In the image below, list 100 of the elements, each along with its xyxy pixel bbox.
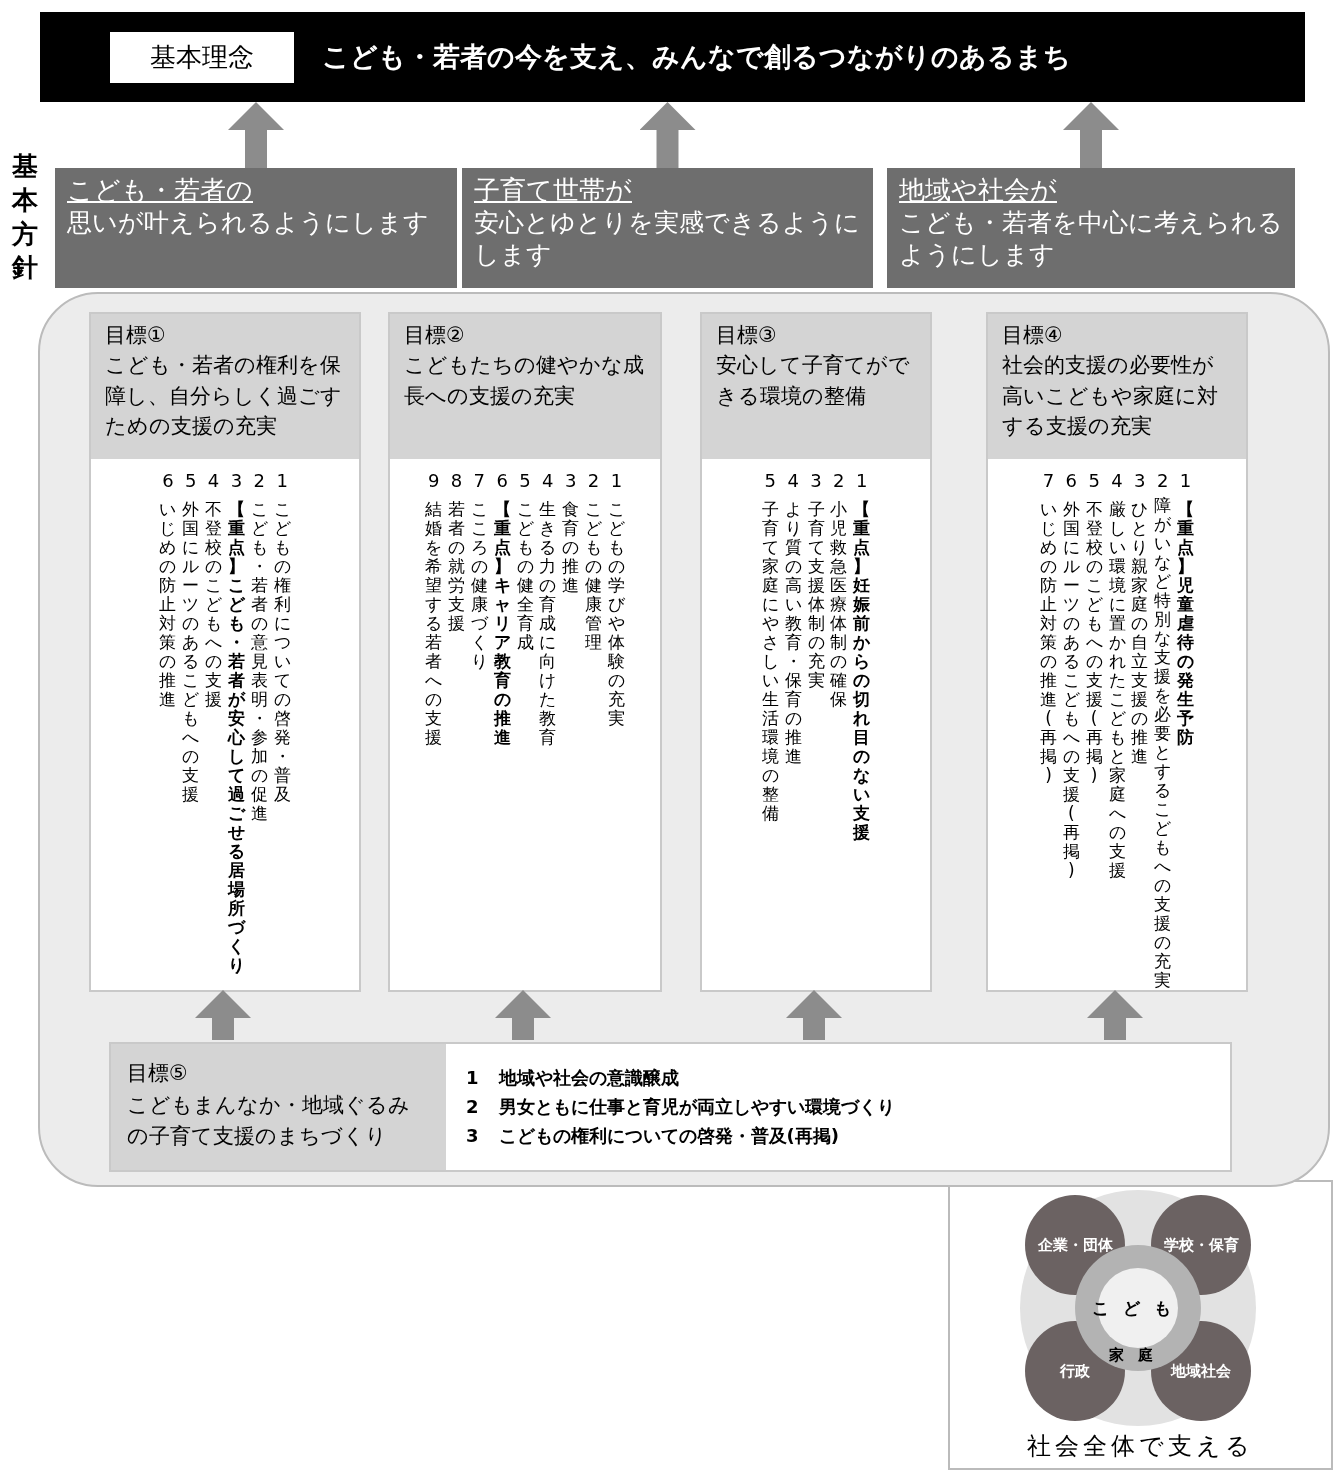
sector-label: 学校・保育 [1163,1235,1239,1255]
item-number: 9 [427,470,440,493]
policy-text: 思いが叶えられるようにします [67,206,430,239]
item-number: 6 [1065,470,1078,493]
item-number: 1 [1179,470,1192,493]
ring-label: 家庭 [1109,1346,1167,1365]
item-number: 5 [185,470,197,493]
item-number: 5 [1088,470,1100,493]
policy-box [55,168,457,288]
block-arrow [1063,102,1119,168]
goal-number: 目標② [404,322,466,349]
item-number: 2 [833,470,845,493]
goal-title: こどもまんなか・地域ぐるみの子育て支援のまちづくり [127,1091,411,1150]
item-text: 障がいなど特別な支援を必要とするこどもへの支援の充実 [1153,496,1172,990]
policy-box [462,168,873,288]
item-text: ひとり親家庭の自立支援の推進 [1130,500,1149,766]
item-text: 外国にルーツのあるこどもへの支援 [181,500,200,804]
item-number: 5 [519,470,531,493]
item-text: 【重点】妊娠前からの切れ目のない支援 [852,500,871,842]
policy-text: 安心とゆとりを実感できるようにします [474,206,861,271]
item-number: 1 [855,470,868,493]
item-number: 3 [466,1123,479,1148]
item-text: 男女ともに仕事と育児が両立しやすい環境づくり [498,1094,895,1119]
block-arrow [495,990,551,1040]
item-text: こどもの健康管理 [584,500,603,652]
block-arrow [639,102,696,168]
item-number: 3 [810,470,822,493]
item-number: 8 [450,470,463,493]
goal-card [89,312,361,992]
item-number: 1 [610,470,623,493]
block-arrow [228,102,284,168]
goal-number: 目標⑤ [127,1060,189,1087]
block-arrow [786,990,842,1040]
item-number: 5 [764,470,777,493]
goal-title: 安心して子育てができる環境の整備 [716,352,911,410]
item-number: 4 [1111,470,1123,493]
item-number: 2 [466,1094,479,1119]
item-number: 3 [1134,470,1146,493]
sector-label: 行政 [1060,1361,1090,1381]
item-text: こどもの健全育成 [516,500,534,652]
policy-box [887,168,1295,288]
item-number: 2 [253,470,265,493]
policy-heading: こども・若者の [67,174,254,207]
policy-text: こども・若者を中心に考えられるようにします [899,206,1283,271]
goal-title: 社会的支援の必要性が高いこどもや家庭に対する支援の充実 [1002,352,1219,441]
sector-label: 地域社会 [1171,1361,1231,1381]
goal-card [388,312,662,992]
item-text: 地域や社会の意識醸成 [498,1066,679,1090]
goal-title: こどもたちの健やかな成長への支援の充実 [404,352,645,410]
goal-card [109,1042,1232,1172]
item-number: 7 [473,470,486,493]
section-label: 基本方針 [10,150,39,285]
goal-number: 目標① [105,322,167,349]
item-number: 2 [587,470,600,493]
goal-number: 目標④ [1002,322,1064,349]
policy-heading: 子育て世帯が [474,174,633,207]
item-number: 1 [276,470,288,493]
item-number: 6 [496,470,508,493]
item-text: 厳しい環境に置かれたこどもと家庭への支援 [1108,500,1126,880]
center-label: こども [1091,1296,1185,1320]
item-text: こども・若者の意見表明・参加の促進 [250,500,269,823]
item-text: 若者の就労支援 [447,500,466,633]
goal-card [700,312,932,992]
item-number: 7 [1042,470,1055,493]
goal-number: 目標③ [716,322,778,349]
item-text: 【重点】キャリア教育の推進 [493,500,512,747]
item-text: こころの健康づくり [470,500,489,671]
item-number: 2 [1156,470,1169,493]
goals-panel [38,292,1330,1187]
item-text: 子育て家庭にやさしい生活環境の整備 [761,500,780,823]
vision-label: 基本理念 [110,31,294,83]
diagram-caption: 社会全体で支える [1025,1431,1255,1462]
item-number: 1 [466,1066,479,1090]
goal-title: こども・若者の権利を保障し、自分らしく過ごすための支援の充実 [105,352,343,441]
item-text: こどもの権利についての啓発・普及 [273,500,292,804]
item-number: 4 [787,470,799,493]
item-text: こどもの学びや体験の充実 [607,500,626,728]
item-text: 不登校のこどもへの支援(再掲) [1085,500,1104,785]
item-number: 4 [542,470,554,493]
vision-text: こども・若者の今を支え、みんなで創るつながりのあるまち [322,40,1071,74]
item-text: 【重点】こども・若者が安心して過ごせる居場所づくり [227,500,246,975]
item-text: 外国にルーツのあるこどもへの支援(再掲) [1062,500,1081,880]
block-arrow [1087,990,1143,1040]
item-text: 不登校のこどもへの支援 [204,500,223,709]
item-text: 生きる力の育成に向けた教育 [538,500,557,747]
goal-card [986,312,1248,992]
vision-banner [40,12,1305,102]
item-number: 6 [162,470,174,493]
item-text: 結婚を希望する若者への支援 [424,500,443,747]
policy-heading: 地域や社会が [899,174,1058,207]
item-text: 子育て支援体制の充実 [807,500,825,690]
item-text: 食育の推進 [561,500,580,595]
item-number: 3 [230,470,243,493]
sector-label: 企業・団体 [1037,1235,1113,1255]
item-number: 3 [564,470,577,493]
item-number: 4 [207,470,220,493]
item-text: いじめの防止対策の推進(再掲) [1039,500,1058,785]
item-text: より質の高い教育・保育の推進 [784,500,803,766]
block-arrow [195,990,251,1040]
item-text: こどもの権利についての啓発・普及(再掲) [498,1123,839,1148]
